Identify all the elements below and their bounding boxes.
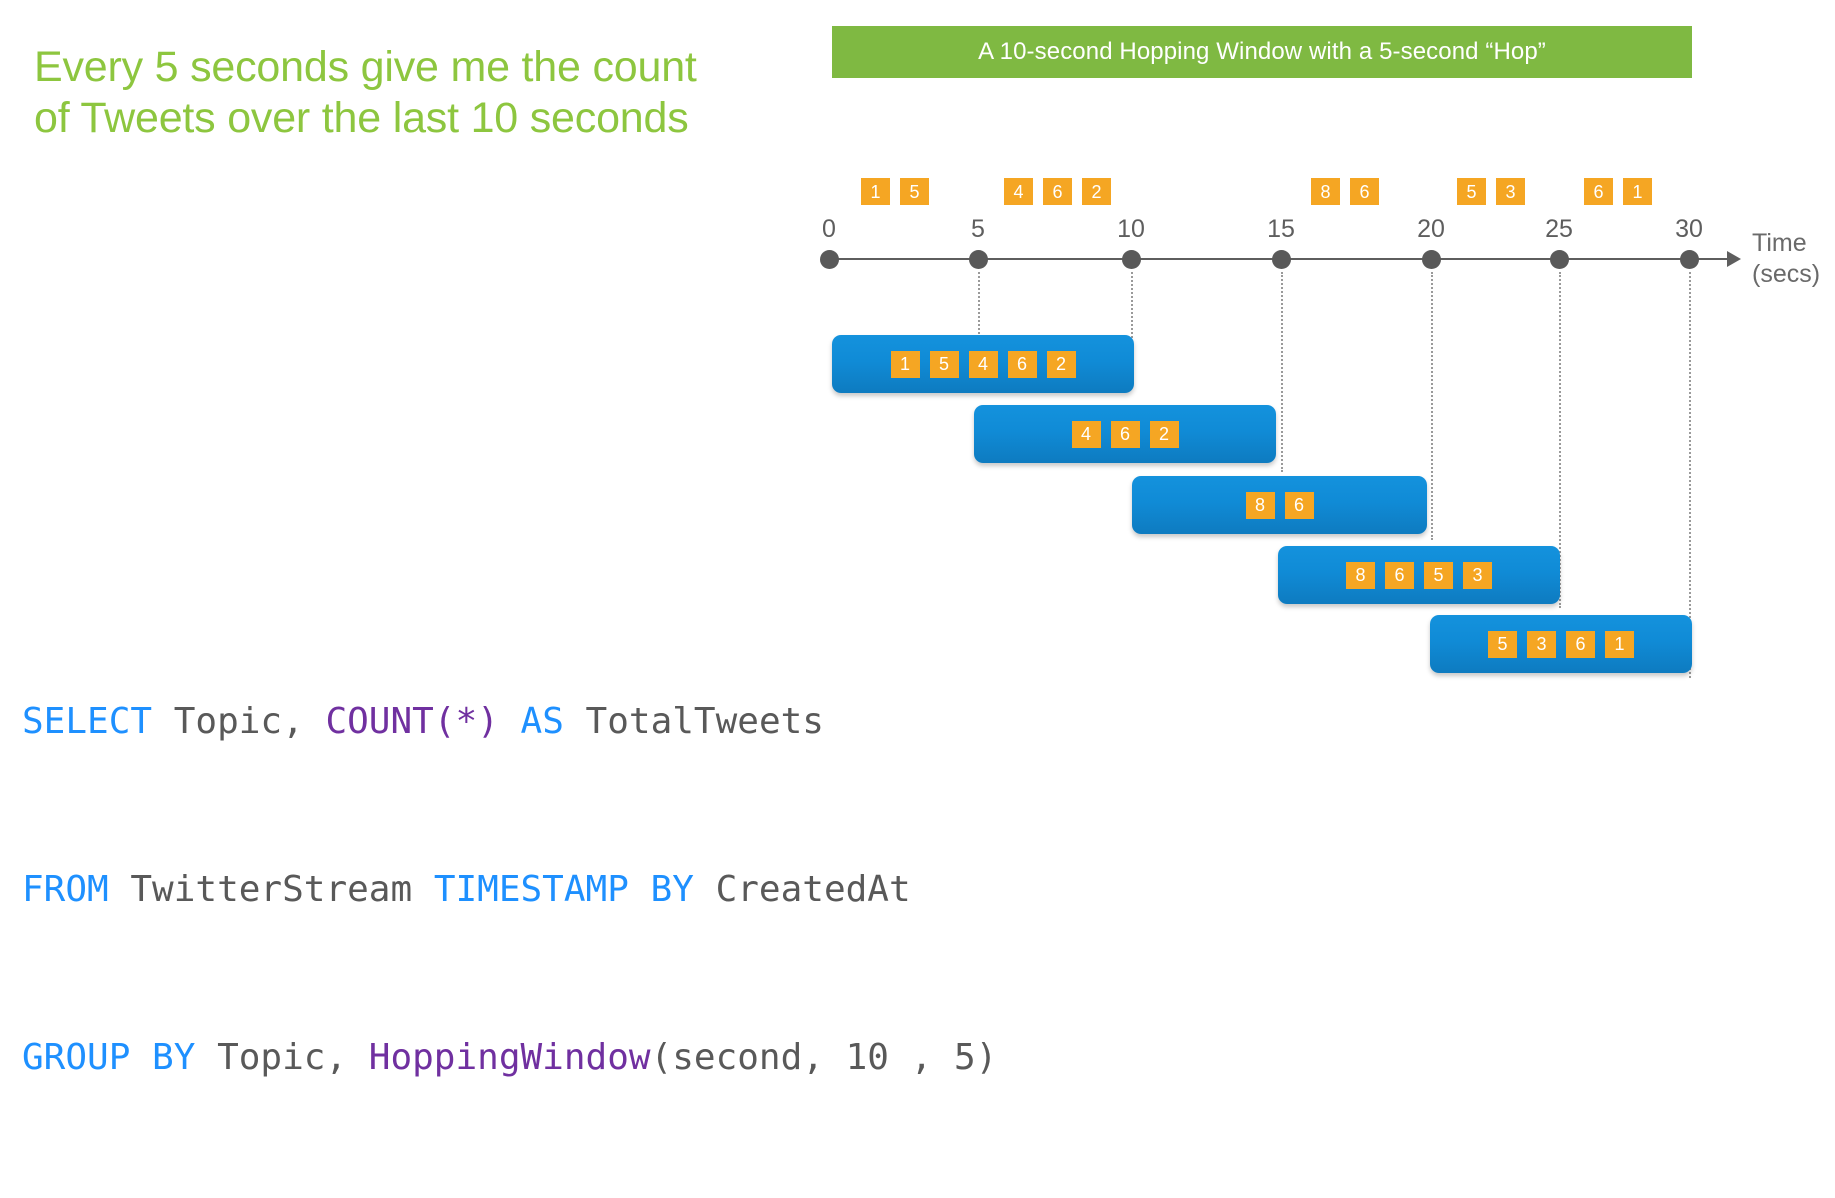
sql-line: FROM TwitterStream TIMESTAMP BY CreatedA… <box>22 862 997 918</box>
tick-dot-10 <box>1122 250 1141 269</box>
sql-token: FROM <box>22 869 109 910</box>
sql-token: Topic, <box>152 701 326 742</box>
event-chip: 3 <box>1496 178 1525 205</box>
sql-token: (second, 10 , 5) <box>650 1037 998 1078</box>
sql-token <box>499 701 521 742</box>
guide-line-30 <box>1689 272 1691 678</box>
tick-dot-5 <box>969 250 988 269</box>
window-chip: 5 <box>929 350 959 378</box>
window-chip: 8 <box>1346 561 1375 589</box>
window-chip: 6 <box>1385 561 1414 589</box>
sql-token: COUNT(*) <box>325 701 499 742</box>
sql-token: TotalTweets <box>563 701 824 742</box>
event-chip: 6 <box>1584 178 1613 205</box>
window-bar: 1 5 4 6 2 <box>832 335 1134 393</box>
window-chip: 1 <box>1605 630 1634 658</box>
sql-token: CreatedAt <box>693 869 911 910</box>
time-axis-label-line1: Time <box>1752 229 1807 257</box>
title-banner: A 10-second Hopping Window with a 5-seco… <box>832 26 1692 78</box>
sql-token: Topic, <box>195 1037 369 1078</box>
guide-line-10 <box>1131 272 1133 342</box>
guide-line-5 <box>978 272 980 342</box>
event-chip: 5 <box>900 178 929 205</box>
tick-label-10: 10 <box>1117 215 1145 243</box>
time-axis-label-line2: (secs) <box>1752 260 1821 288</box>
sql-query-block: SELECT Topic, COUNT(*) AS TotalTweets FR… <box>22 582 997 1198</box>
tick-label-0: 0 <box>822 215 836 243</box>
sql-token: SELECT <box>22 701 153 742</box>
window-chip: 5 <box>1424 561 1453 589</box>
window-chip: 2 <box>1046 350 1076 378</box>
tick-label-5: 5 <box>971 215 985 243</box>
event-chip: 2 <box>1082 178 1111 205</box>
sql-line: SELECT Topic, COUNT(*) AS TotalTweets <box>22 694 997 750</box>
sql-token: AS <box>520 701 564 742</box>
tick-dot-0 <box>820 250 839 269</box>
window-chip: 5 <box>1488 630 1517 658</box>
tick-label-25: 25 <box>1545 215 1573 243</box>
time-axis-label: Time (secs) <box>1752 228 1820 290</box>
window-chip: 3 <box>1527 630 1556 658</box>
window-chip: 6 <box>1284 491 1314 519</box>
window-bar: 8 6 <box>1132 476 1427 534</box>
event-chip: 6 <box>1043 178 1072 205</box>
sql-token: HoppingWindow <box>368 1037 651 1078</box>
tick-dot-15 <box>1272 250 1291 269</box>
window-bar: 4 6 2 <box>974 405 1276 463</box>
window-chip: 1 <box>890 350 920 378</box>
window-chip: 6 <box>1566 630 1595 658</box>
title-banner-label: A 10-second Hopping Window with a 5-seco… <box>978 38 1546 65</box>
guide-line-15 <box>1281 272 1283 472</box>
sql-token: TwitterStream <box>108 869 434 910</box>
page-title: Every 5 seconds give me the count of Twe… <box>34 43 697 142</box>
sql-line: GROUP BY Topic, HoppingWindow(second, 10… <box>22 1030 997 1086</box>
window-chip: 4 <box>1071 420 1101 448</box>
tick-dot-30 <box>1680 250 1699 269</box>
tick-dot-25 <box>1550 250 1569 269</box>
window-chip: 6 <box>1007 350 1037 378</box>
window-chip: 3 <box>1463 561 1492 589</box>
event-chip: 5 <box>1457 178 1486 205</box>
tick-label-15: 15 <box>1267 215 1295 243</box>
window-chip: 2 <box>1149 420 1179 448</box>
window-bar: 5 3 6 1 <box>1430 615 1692 673</box>
slide-canvas: Every 5 seconds give me the count of Twe… <box>22 26 1821 1078</box>
event-chip: 8 <box>1311 178 1340 205</box>
tick-dot-20 <box>1422 250 1441 269</box>
guide-line-20 <box>1431 272 1433 540</box>
window-chip: 4 <box>968 350 998 378</box>
window-bar: 8 6 5 3 <box>1278 546 1560 604</box>
window-chip: 6 <box>1110 420 1140 448</box>
event-chip: 1 <box>861 178 890 205</box>
sql-token: TIMESTAMP BY <box>433 869 694 910</box>
event-chip: 6 <box>1350 178 1379 205</box>
tick-label-20: 20 <box>1417 215 1445 243</box>
window-chip: 8 <box>1245 491 1275 519</box>
time-axis-line <box>830 258 1730 260</box>
event-chip: 4 <box>1004 178 1033 205</box>
time-axis-arrow <box>1727 251 1741 267</box>
tick-label-30: 30 <box>1675 215 1703 243</box>
event-chip: 1 <box>1623 178 1652 205</box>
sql-token: GROUP BY <box>22 1037 196 1078</box>
guide-line-25 <box>1559 272 1561 608</box>
